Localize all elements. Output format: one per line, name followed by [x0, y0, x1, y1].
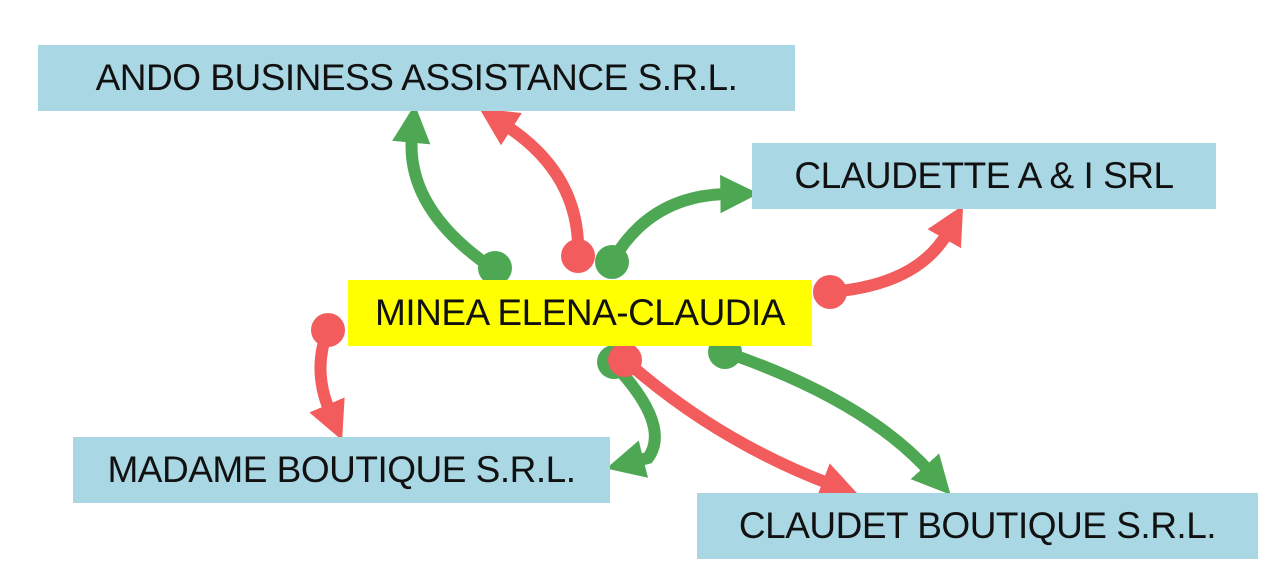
arrow-origin-dot [478, 251, 512, 285]
arrow-red-center-to-claudette [829, 205, 964, 298]
arrow-origin-dot [311, 313, 345, 347]
node-label: CLAUDETTE A & I SRL [794, 155, 1174, 196]
arrow-red-center-to-ando [479, 108, 585, 259]
node-label: ANDO BUSINESS ASSISTANCE S.R.L. [95, 57, 738, 98]
node-minea-elena-claudia: MINEA ELENA-CLAUDIA [348, 280, 812, 346]
node-claudette-a-i: CLAUDETTE A & I SRL [752, 143, 1216, 209]
node-label: MINEA ELENA-CLAUDIA [375, 292, 785, 333]
node-label: MADAME BOUTIQUE S.R.L. [107, 449, 576, 490]
node-label: CLAUDET BOUTIQUE S.R.L. [738, 505, 1217, 546]
arrow-origin-dot [561, 239, 595, 273]
node-madame-boutique: MADAME BOUTIQUE S.R.L. [73, 437, 610, 503]
arrow-green-center-to-claudette [606, 174, 759, 266]
arrow-origin-dot [595, 245, 629, 279]
arrow-green-center-to-claudet [723, 346, 951, 495]
arrow-red-center-to-claudet [621, 355, 859, 500]
arrow-origin-dot [608, 343, 642, 377]
arrow-green-center-to-ando [392, 104, 499, 275]
arrow-origin-dot [813, 275, 847, 309]
node-claudet-boutique: CLAUDET BOUTIQUE S.R.L. [697, 493, 1258, 559]
node-ando-business-assistance: ANDO BUSINESS ASSISTANCE S.R.L. [38, 45, 795, 111]
